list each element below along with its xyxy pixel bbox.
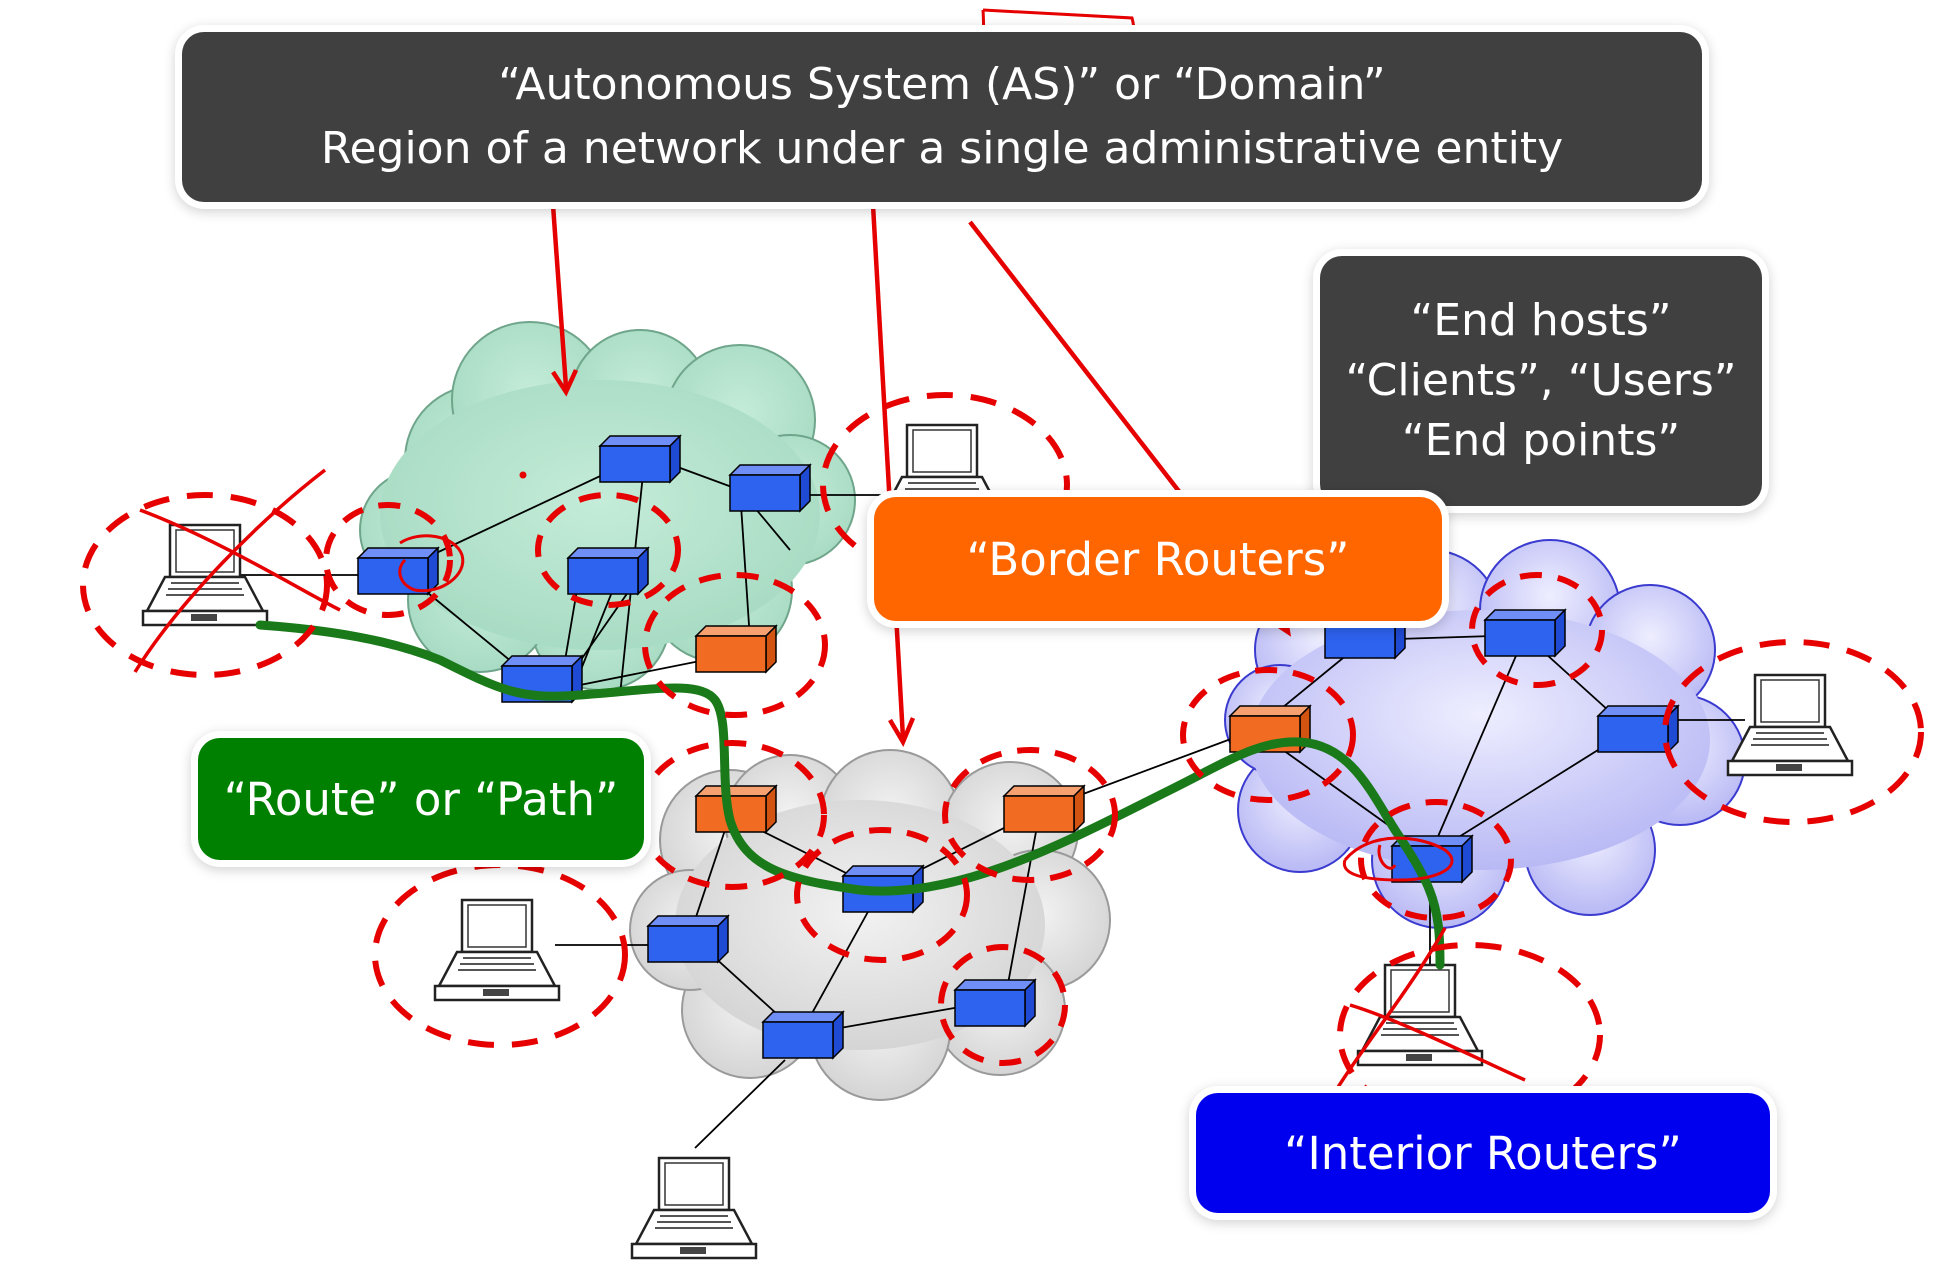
router-icon bbox=[761, 1010, 845, 1060]
clients-users-label: “Clients”, “Users” bbox=[1345, 355, 1737, 406]
autonomous-system-title: “Autonomous System (AS)” or “Domain” bbox=[498, 59, 1386, 110]
laptop-icon bbox=[433, 898, 561, 1002]
laptop-icon bbox=[1726, 673, 1854, 777]
router-icon bbox=[646, 914, 730, 964]
route-path-callout: “Route” or “Path” bbox=[198, 738, 644, 860]
border-routers-label: “Border Routers” bbox=[966, 532, 1350, 586]
autonomous-system-callout: “Autonomous System (AS)” or “Domain” Reg… bbox=[182, 32, 1702, 202]
autonomous-system-definition: Region of a network under a single admin… bbox=[320, 123, 1564, 174]
border-routers-callout: “Border Routers” bbox=[874, 497, 1442, 621]
border-router-icon bbox=[694, 624, 778, 674]
end-hosts-label: “End hosts” bbox=[1410, 295, 1672, 346]
routers bbox=[356, 434, 1680, 1060]
laptop-icon bbox=[630, 1156, 758, 1260]
router-icon bbox=[1483, 608, 1567, 658]
router-icon bbox=[841, 864, 925, 914]
router-icon bbox=[598, 434, 682, 484]
end-points-label: “End points” bbox=[1401, 415, 1681, 466]
route-path bbox=[255, 620, 1445, 970]
border-router-icon bbox=[1002, 784, 1086, 834]
router-icon bbox=[1596, 704, 1680, 754]
interior-routers-callout: “Interior Routers” bbox=[1196, 1093, 1770, 1213]
end-hosts-callout: “End hosts” “Clients”, “Users” “End poin… bbox=[1320, 256, 1762, 506]
router-icon bbox=[566, 546, 650, 596]
router-icon bbox=[728, 463, 812, 513]
router-icon bbox=[356, 546, 440, 596]
router-icon bbox=[953, 978, 1037, 1028]
route-path-label: “Route” or “Path” bbox=[223, 772, 619, 826]
interior-routers-label: “Interior Routers” bbox=[1284, 1126, 1682, 1180]
